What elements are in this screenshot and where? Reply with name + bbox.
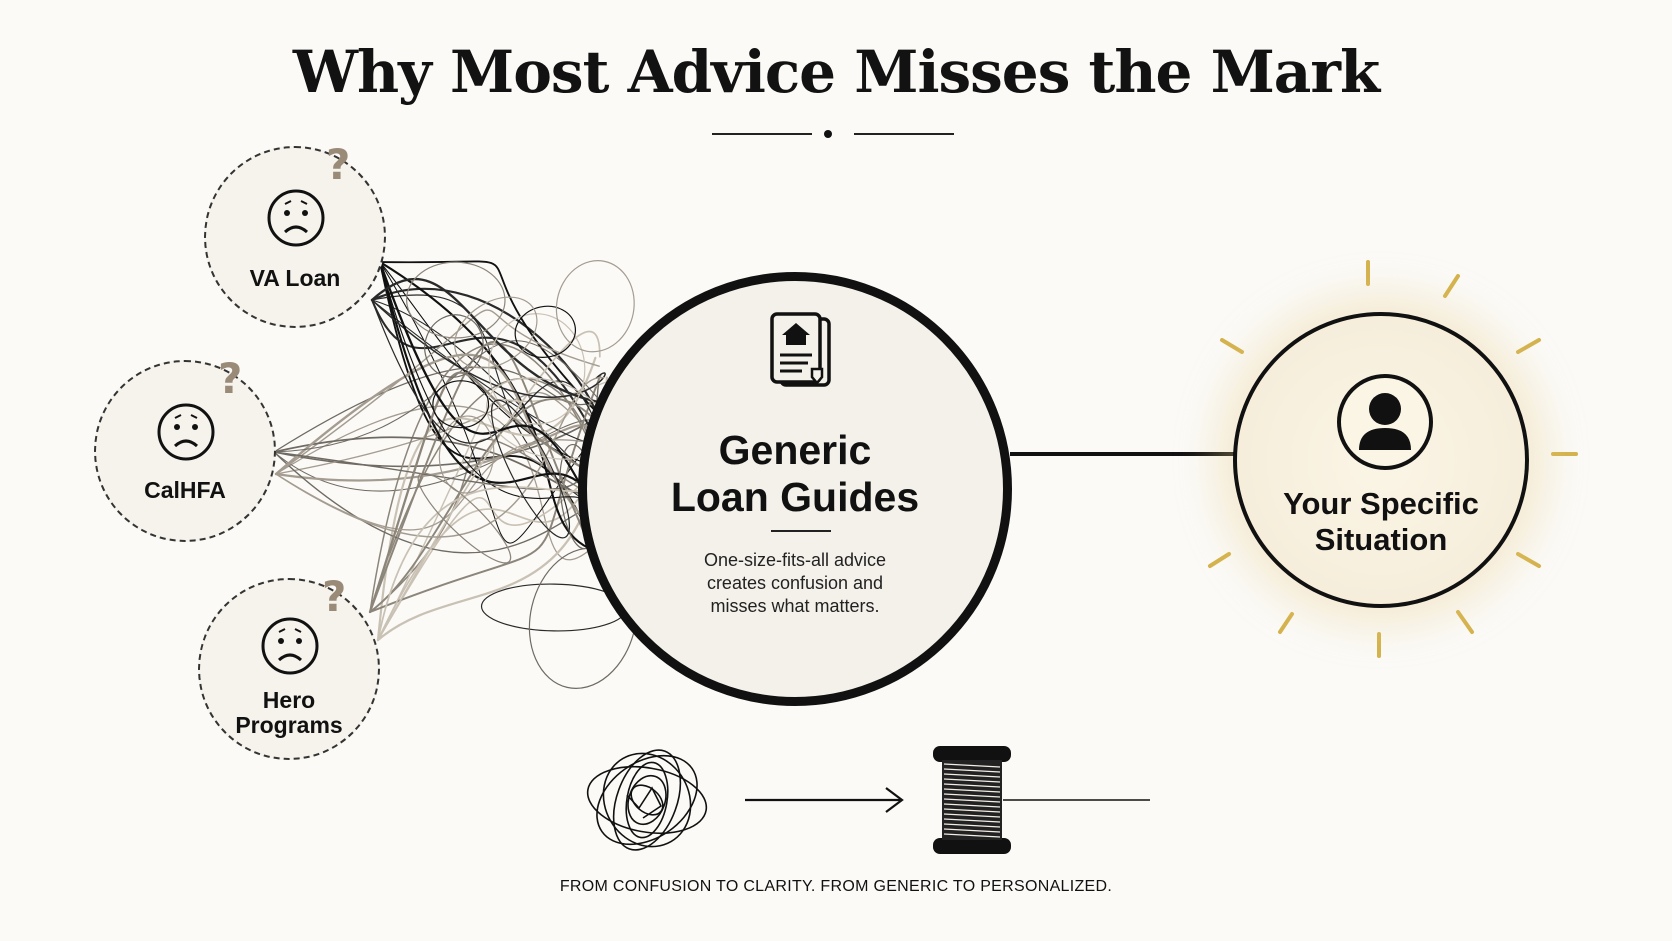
spool-wrap: [943, 783, 1001, 788]
spool-wrap: [943, 828, 1001, 833]
question-mark-icon: ?: [218, 354, 243, 403]
title-divider: [712, 129, 954, 139]
spool-wrap: [943, 778, 1001, 783]
thread-loop: [454, 296, 538, 369]
bubble-va-loan: VA Loan: [204, 146, 386, 328]
tangled-thread-icon: [586, 749, 708, 851]
thread-strand: [378, 260, 598, 507]
spool-wrap: [943, 808, 1001, 813]
thread-loop: [432, 380, 490, 429]
spool-wrap: [943, 773, 1001, 778]
glow-rays: [1208, 260, 1578, 658]
thread-loop: [555, 260, 635, 353]
thread-loop: [491, 399, 570, 539]
thread-strand: [273, 340, 603, 453]
bubble-hero-programs: Hero Programs: [198, 578, 380, 760]
arrow-icon: [745, 787, 904, 813]
question-mark-icon: ?: [322, 572, 347, 621]
center-title: Generic Loan Guides: [670, 427, 920, 520]
page-title: Why Most Advice Misses the Mark: [292, 38, 1380, 106]
bubble-label: VA Loan: [249, 265, 341, 291]
thread-loop: [417, 472, 512, 564]
thread-strand: [376, 356, 597, 642]
spool-wrap: [943, 813, 1001, 818]
sad-face-icon: [267, 189, 325, 247]
thread-strand: [377, 330, 601, 641]
sad-face-icon: [261, 617, 319, 675]
generic-guides-circle: Generic Loan Guides One-size-fits-all ad…: [578, 272, 1012, 706]
tangled-threads: [273, 260, 638, 689]
thread-strand: [379, 261, 597, 544]
thread-strand: [377, 464, 602, 641]
thread-loop: [438, 415, 495, 494]
center-divider: [771, 530, 831, 532]
spool-wrap: [943, 763, 1001, 768]
thread-strand: [377, 381, 606, 641]
thread-strand: [275, 439, 608, 531]
spool-wrap: [943, 768, 1001, 773]
spool-wrap: [943, 818, 1001, 823]
thread-loop: [514, 305, 577, 358]
house-document-icon: [770, 312, 831, 387]
thread-strand: [275, 309, 600, 475]
spool-wrap: [943, 803, 1001, 808]
thread-strand: [371, 299, 606, 398]
specific-situation-circle: Your Specific Situation: [1233, 312, 1529, 608]
thread-strand: [368, 371, 604, 614]
spool-wrap: [943, 798, 1001, 803]
thread-loop: [488, 313, 586, 425]
thread-loop: [424, 314, 484, 378]
thread-strand: [370, 298, 595, 436]
sad-face-icon: [157, 403, 215, 461]
bubble-label: CalHFA: [144, 477, 226, 503]
bottom-tagline: FROM CONFUSION TO CLARITY. FROM GENERIC …: [559, 878, 1113, 895]
center-description: One-size-fits-all advice creates confusi…: [703, 550, 887, 616]
person-icon: [1337, 374, 1433, 470]
spool-wrap: [943, 793, 1001, 798]
target-title: Your Specific Situation: [1283, 486, 1479, 557]
spool-wrap: [943, 823, 1001, 828]
spool-wrap: [943, 833, 1001, 838]
thread-strand: [370, 277, 601, 404]
bubble-label: Hero Programs: [235, 687, 343, 738]
thread-strand: [377, 475, 594, 641]
thread-strand: [369, 398, 599, 613]
spool-wrap: [943, 788, 1001, 793]
question-mark-icon: ?: [326, 140, 351, 189]
thread-strand: [369, 340, 594, 613]
thread-strand: [369, 374, 602, 613]
bubble-calhfa: CalHFA: [94, 360, 276, 542]
thread-spool-icon: [933, 746, 1011, 854]
thread-strand: [275, 376, 605, 538]
